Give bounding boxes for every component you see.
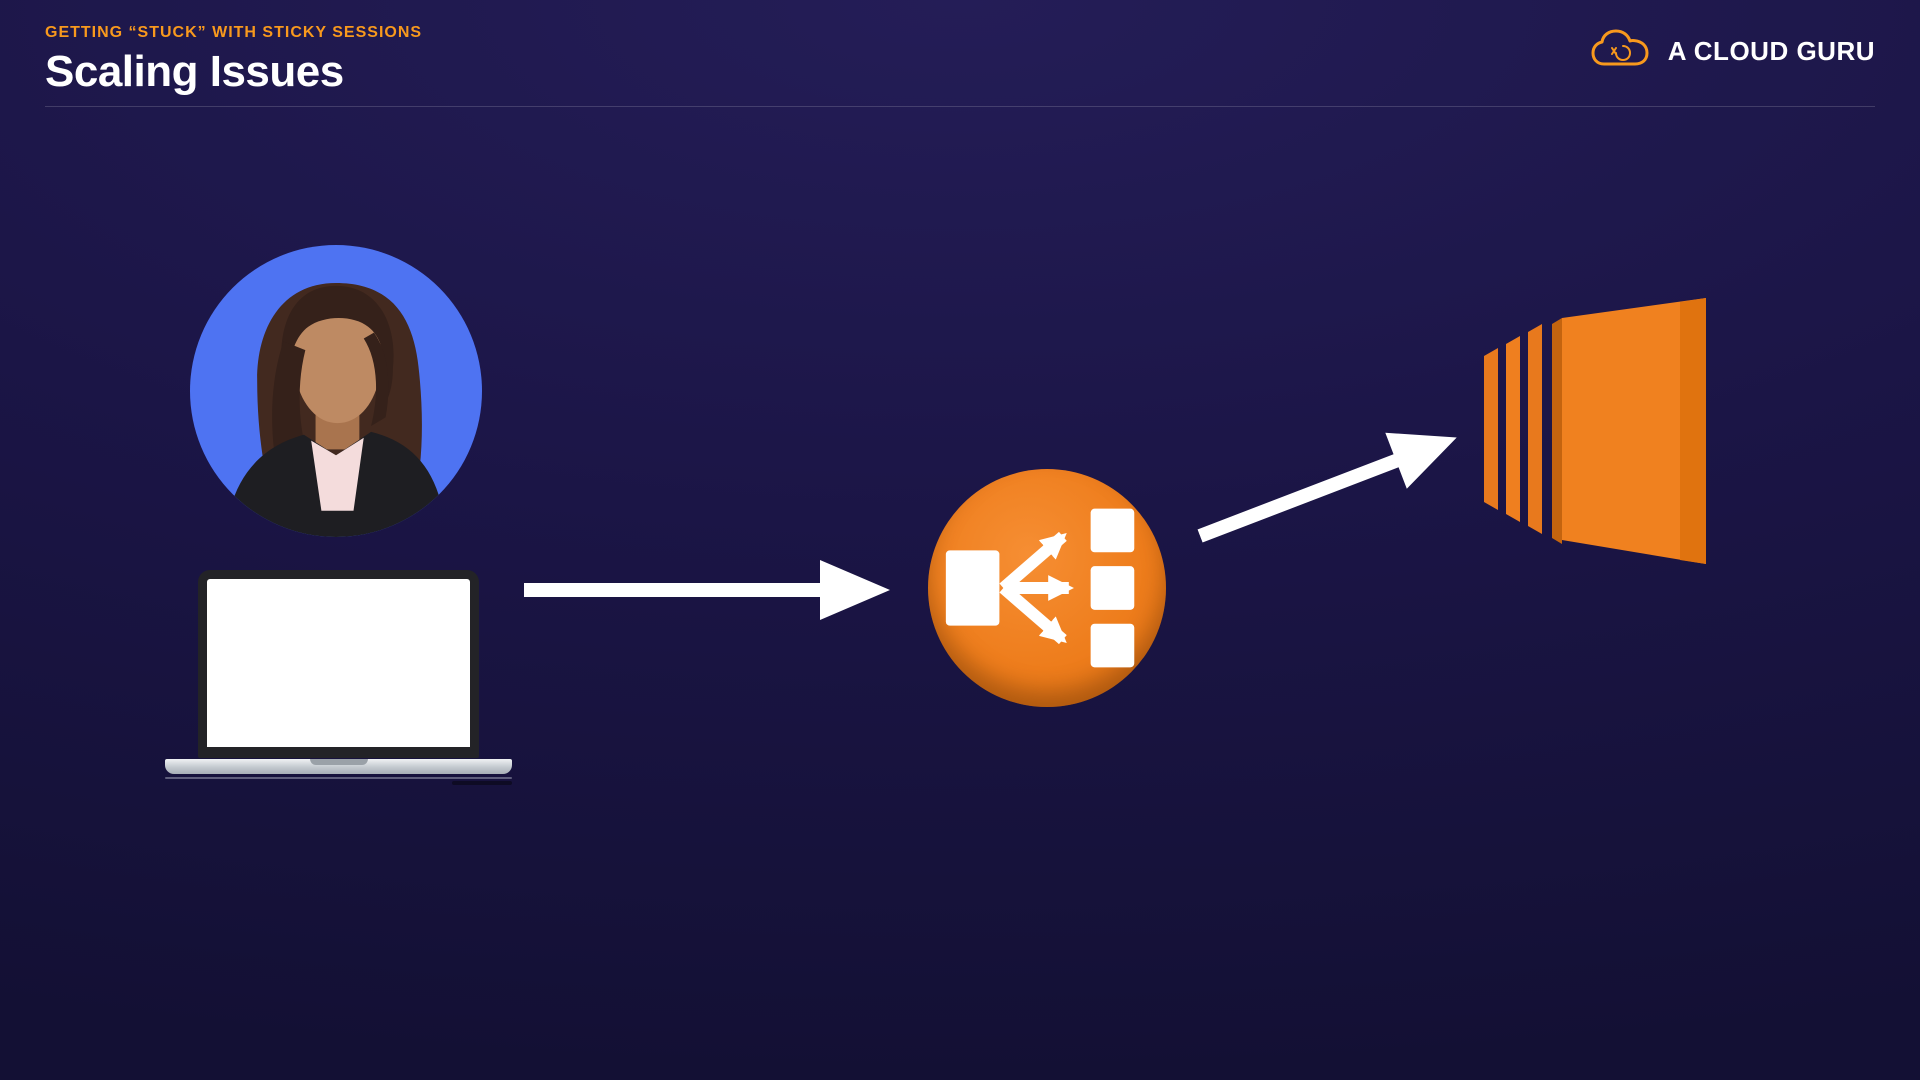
- laptop-base: [165, 759, 512, 774]
- page-title: Scaling Issues: [45, 47, 344, 96]
- brand-logo: A CLOUD GURU: [1590, 28, 1875, 74]
- laptop-reflection-line: [165, 777, 512, 779]
- arrow-right-icon: [524, 550, 890, 630]
- ec2-instance-icon: [1482, 298, 1706, 564]
- laptop-screen: [198, 570, 479, 758]
- lesson-eyebrow: GETTING “STUCK” WITH STICKY SESSIONS: [45, 24, 423, 41]
- laptop-shadow-dash: [452, 781, 512, 785]
- cloud-logo-icon: [1591, 29, 1649, 66]
- arrow-up-right-icon: [1186, 400, 1471, 573]
- slide-header: GETTING “STUCK” WITH STICKY SESSIONS Sca…: [0, 0, 1920, 107]
- user-avatar-icon: [190, 245, 482, 537]
- architecture-diagram: [0, 107, 1920, 1080]
- laptop-icon: [165, 570, 512, 785]
- load-balancer-icon: [928, 469, 1166, 707]
- brand-logo-text: A CLOUD GURU: [1667, 35, 1875, 66]
- header-divider: [45, 106, 1875, 107]
